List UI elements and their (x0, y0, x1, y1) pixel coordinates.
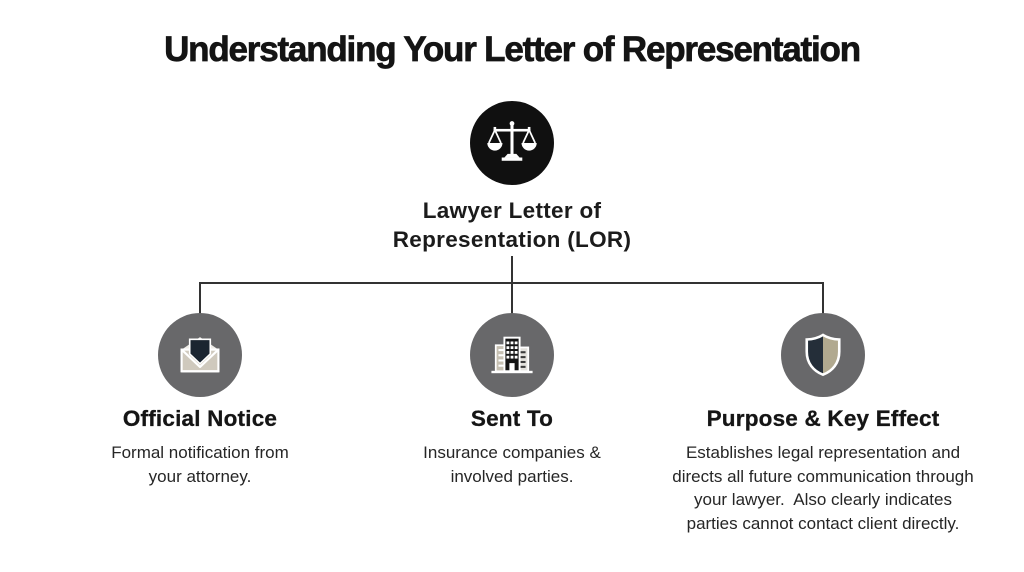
connector-stem-left (199, 283, 201, 314)
child-node-circle-official-notice (158, 313, 242, 397)
child-heading-sent-to: Sent To (470, 406, 554, 431)
child-description-purpose: Establishes legal representation and dir… (672, 443, 979, 533)
scales-of-justice-icon (487, 121, 537, 161)
child-node-circle-sent-to (470, 313, 554, 397)
office-buildings-icon (491, 336, 533, 374)
connector-stem-middle (511, 283, 513, 314)
root-node-circle (470, 101, 554, 185)
envelope-icon (180, 337, 220, 373)
child-heading-purpose: Purpose & Key Effect (706, 406, 940, 431)
child-node-circle-purpose (781, 313, 865, 397)
shield-icon (805, 333, 841, 377)
connector-stem-right (822, 283, 824, 314)
page-title: Understanding Your Letter of Representat… (164, 30, 862, 70)
child-description-official-notice: Formal notification from your attorney. (111, 443, 294, 486)
child-description-sent-to: Insurance companies & involved parties. (423, 443, 606, 486)
root-node-label: Lawyer Letter of Representation (LOR) (392, 198, 632, 252)
child-heading-official-notice: Official Notice (122, 406, 278, 431)
connector-stem-top (511, 256, 513, 283)
